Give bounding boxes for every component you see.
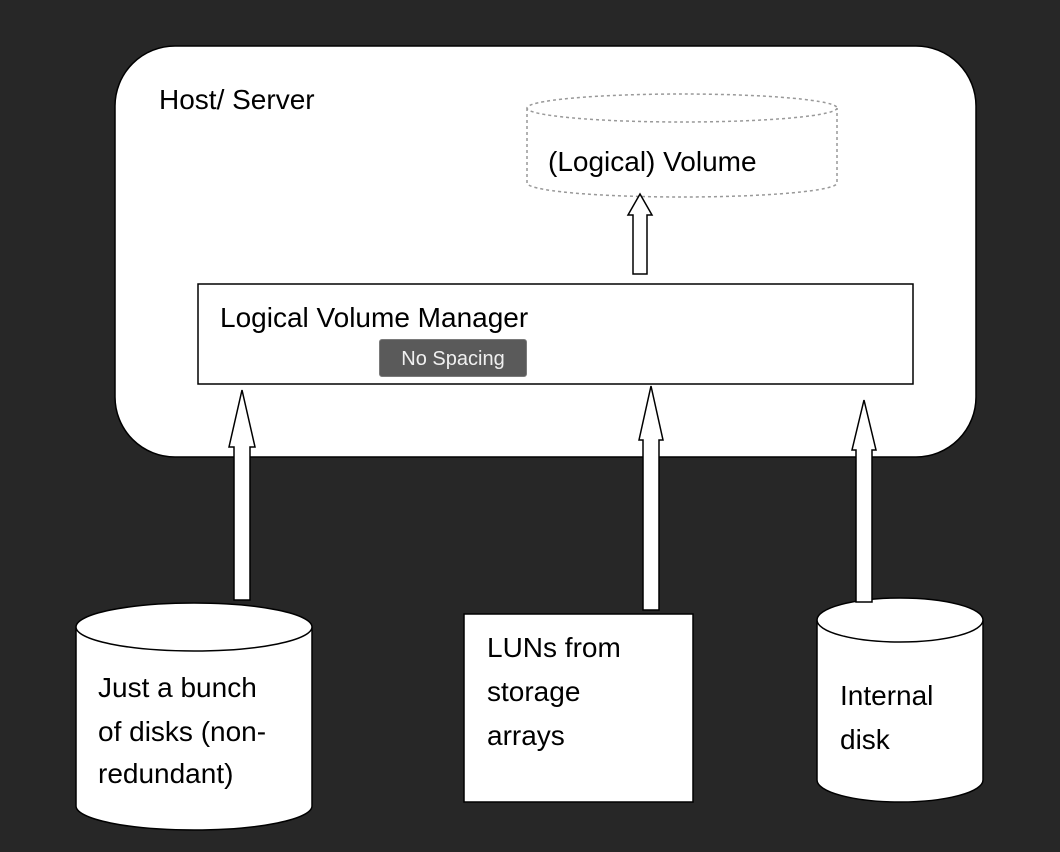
arrow-lvm-to-volume (626, 192, 654, 275)
internal-disk-label-line-2: disk (840, 724, 890, 755)
jbod-cylinder (75, 602, 313, 831)
logical-volume-label: (Logical) Volume (548, 146, 757, 177)
luns-label-line-2: storage (487, 676, 581, 707)
no-spacing-tooltip: No Spacing (379, 339, 527, 377)
arrow-jbod-to-lvm (228, 389, 256, 601)
host-server-label: Host/ Server (159, 84, 315, 115)
luns-box (463, 613, 694, 803)
luns-label-line-3: arrays (487, 720, 565, 751)
jbod-label-line-2: of disks (non- (98, 716, 267, 747)
jbod-label-line-3: redundant) (98, 758, 234, 789)
internal-disk-label-line-1: Internal (840, 680, 934, 711)
arrow-internal-to-lvm (851, 399, 877, 603)
internal-disk-cylinder (816, 597, 984, 803)
logical-volume-cylinder (526, 93, 838, 198)
lvm-label: Logical Volume Manager (220, 302, 529, 333)
luns-label-line-1: LUNs from (487, 632, 621, 663)
arrow-luns-to-lvm (638, 385, 664, 611)
jbod-label-line-1: Just a bunch (98, 672, 257, 703)
lvm-box (197, 283, 914, 385)
